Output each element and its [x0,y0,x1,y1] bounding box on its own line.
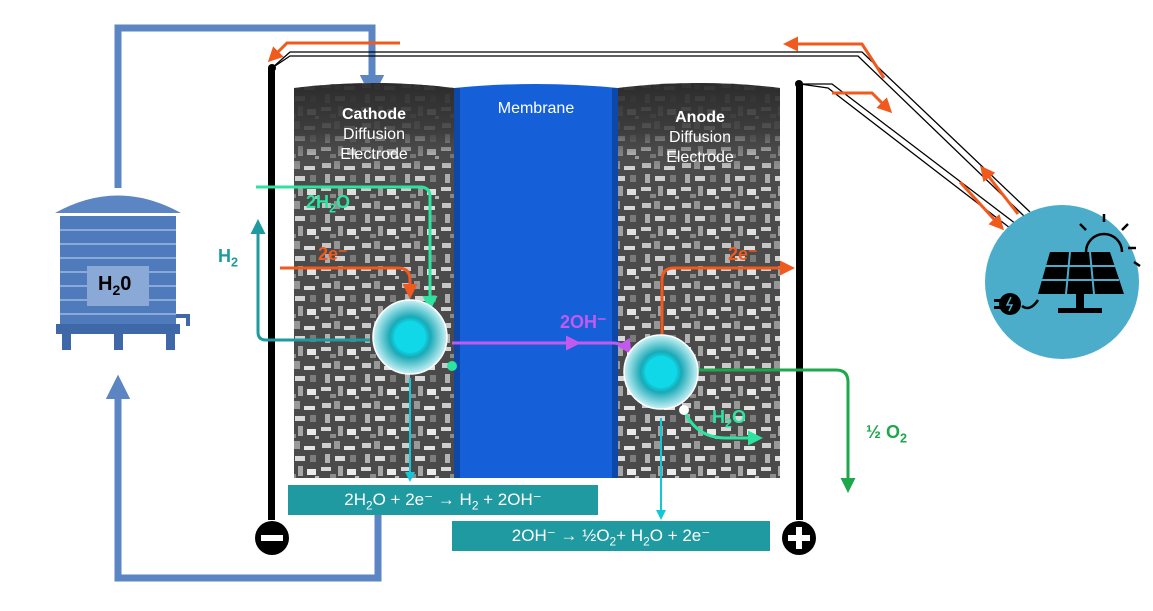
catalyst-particle-icon [623,334,699,410]
cathode-title: Cathode Diffusion Electrode [294,105,454,165]
anode-label: Anode [675,109,725,126]
oxygen-flow [692,368,856,493]
hydroxide-label: 2OH⁻ [560,312,607,332]
electron-in-flow [280,266,418,299]
hydrogen-label: H2 [218,246,239,270]
positive-terminal-icon [782,521,816,555]
cathode-label: Cathode [342,106,406,123]
membrane-title: Membrane [454,99,618,119]
electron-out-flow [660,260,795,340]
anode-sub2: Electrode [666,149,734,166]
terminal-bars [268,64,803,520]
cathode-sub2: Electrode [340,146,408,163]
catalyst-particle-icon [372,299,448,375]
electrons-in-label: 2e⁻ [318,244,348,264]
tank-label: H20 [98,273,132,298]
hydroxide-flow [452,337,632,355]
anode-sub1: Diffusion [669,129,731,146]
water-in-label: 2H2O [306,192,351,216]
negative-terminal-icon [255,521,289,555]
electron-flow-arrows [267,36,1020,231]
cathode-electrode [294,83,454,478]
cathode-equation: 2H2O + 2e⁻ → H2 + 2OH⁻ [288,485,598,515]
oxygen-label: ½ O2 [866,422,908,446]
anode-title: Anode Diffusion Electrode [620,108,780,168]
water-dot [447,361,457,371]
plug-icon [994,293,1021,315]
solar-panel-icon [985,205,1141,359]
membrane [454,84,618,478]
water-tank-icon [55,195,190,350]
hydrogen-flow [250,219,370,342]
sun-icon [1079,214,1141,268]
water-in-flow [256,185,438,311]
electrons-out-label: 2e⁻ [728,244,758,264]
white-dot [679,405,689,415]
water-supply-pipe [105,24,385,582]
water-out-flow [682,409,763,446]
water-out-label: H2O [712,407,747,431]
membrane-label: Membrane [497,100,575,117]
cathode-sub1: Diffusion [343,126,405,143]
anode-equation: 2OH⁻ → ½O2+ H2O + 2e⁻ [452,521,770,551]
